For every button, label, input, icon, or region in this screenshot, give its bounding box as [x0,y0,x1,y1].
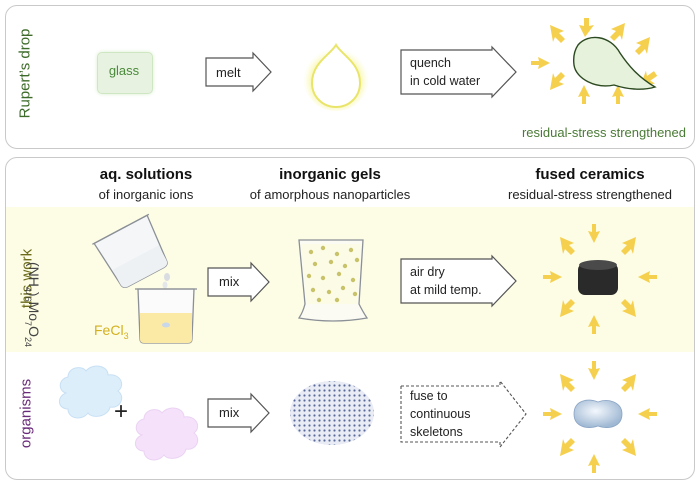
cloud-blue-icon [59,365,123,419]
melt-arrow [205,51,272,93]
pouring-beakers [92,213,197,344]
organisms-side-label: organisms [17,378,35,449]
fuse-arrow-line1: fuse to [410,389,448,403]
ruperts-drop-shape [531,18,658,104]
molten-glass-drop [303,43,369,111]
glass-label: glass [108,63,140,78]
stress-arrow-icon [610,23,625,41]
rupert-result-label: residual-stress strengthened [521,125,686,140]
dotted-gel-disc [290,381,374,445]
air-dry-arrow-line2: at mild temp. [410,283,482,297]
stress-arrow-icon [531,57,550,69]
stress-arrow-icon [579,18,594,37]
rupert-drop-side-label: Rupert’s drop [16,28,34,119]
stress-arrow-icon [550,72,565,90]
air-dry-arrow-line1: air dry [410,265,445,279]
col3-subtitle: residual-stress strengthened [507,187,673,202]
mix-arrow-this-work-label: mix [219,274,240,289]
col2-title: inorganic gels [279,166,381,183]
stress-arrow-icon [612,85,624,104]
glass-block [97,52,153,94]
air-dry-arrow [400,254,517,308]
quench-arrow-line2: in cold water [410,74,481,88]
stress-arrow-icon [550,25,565,43]
stress-arrow-icon [578,85,590,104]
quench-arrow-line1: quench [410,56,452,70]
col3-title: fused ceramics [535,166,645,183]
fuse-arrow-line3: skeletons [410,425,463,439]
fuse-arrow [400,379,527,449]
cloud-pink-icon [135,407,199,461]
melt-arrow-label: melt [216,65,241,80]
mix-arrow-organisms-label: mix [219,405,240,420]
col1-subtitle: of inorganic ions [98,187,194,202]
mix-arrow-organisms [207,392,270,434]
gel-beaker [297,239,369,322]
mix-arrow-this-work [207,261,270,303]
fused-ceramic-black [543,224,657,334]
quench-arrow [400,45,517,99]
reagent-fecl3-label: FeCl3 [94,322,129,341]
stress-arrow-icon [635,37,650,55]
fused-ceramic-blue [543,361,657,473]
reagent-molybdate-label: (NH4)6Mo7O24 [23,262,42,347]
plus-sign: + [114,398,129,425]
fuse-arrow-line2: continuous [410,407,471,421]
col1-title: aq. solutions [99,166,193,183]
col2-subtitle: of amorphous nanoparticles [249,187,411,202]
